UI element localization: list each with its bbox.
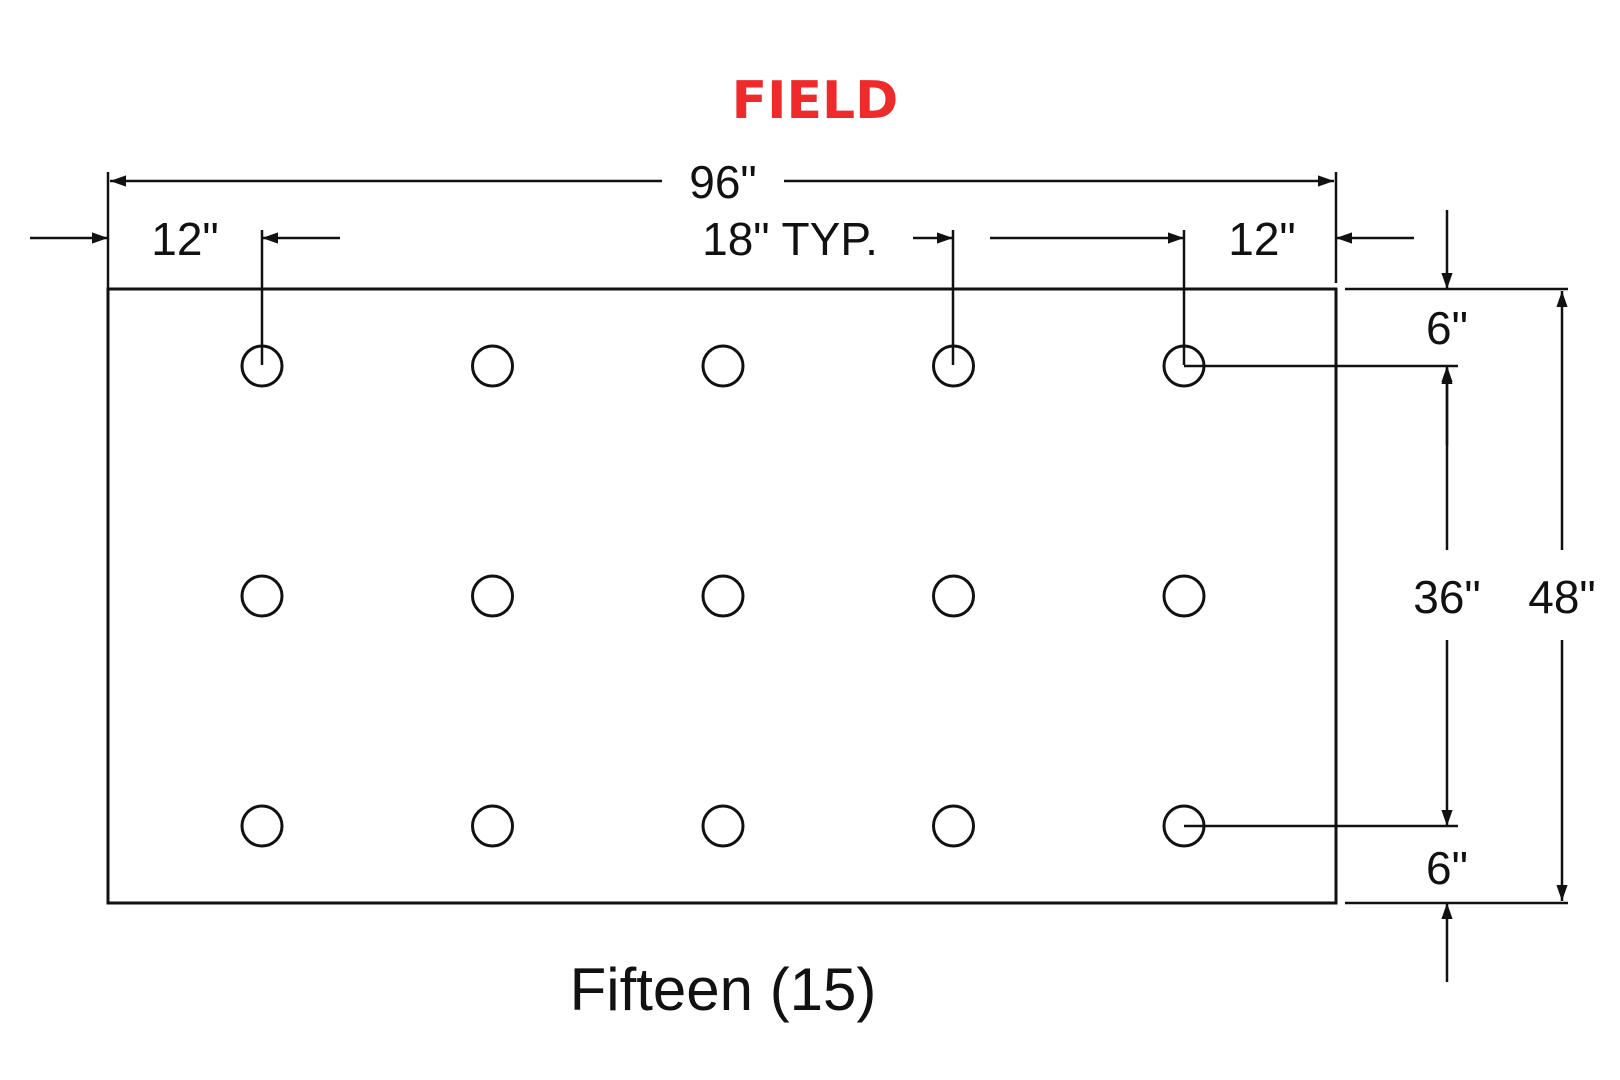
hole-r3-c3 <box>701 804 745 848</box>
overall-height-label: 48" <box>1528 571 1596 623</box>
top-edge-label: 6" <box>1426 302 1468 354</box>
overall-width-label: 96" <box>689 156 757 208</box>
hole-r1-c4 <box>932 344 975 388</box>
hole-count-caption: Fifteen (15) <box>570 956 877 1023</box>
hole-r3-c2 <box>471 804 514 848</box>
hole-r1-c3 <box>701 344 745 388</box>
spacing-label: 18" TYP. <box>702 213 878 265</box>
hole-r2-c4 <box>932 574 975 618</box>
panel-outline <box>106 287 1338 905</box>
right-edge-label: 12" <box>1228 213 1296 265</box>
hole-grid <box>240 344 1206 848</box>
hole-r3-c5 <box>1162 804 1206 848</box>
hole-r1-c5 <box>1162 344 1206 388</box>
hole-r3-c4 <box>932 804 975 848</box>
hole-r2-c2 <box>471 574 514 618</box>
diagram-title: FIELD <box>732 71 899 131</box>
dimension-lines <box>30 175 1568 982</box>
extension-lines <box>106 172 1568 905</box>
hole-r2-c3 <box>701 574 745 618</box>
hole-r3-c1 <box>240 804 284 848</box>
left-edge-label: 12" <box>151 213 219 265</box>
hole-r1-c2 <box>471 344 514 388</box>
bottom-edge-label: 6" <box>1426 842 1468 894</box>
row-span-label: 36" <box>1413 571 1481 623</box>
hole-r2-c5 <box>1162 574 1206 618</box>
hole-r1-c1 <box>240 344 284 388</box>
hole-r2-c1 <box>240 574 284 618</box>
